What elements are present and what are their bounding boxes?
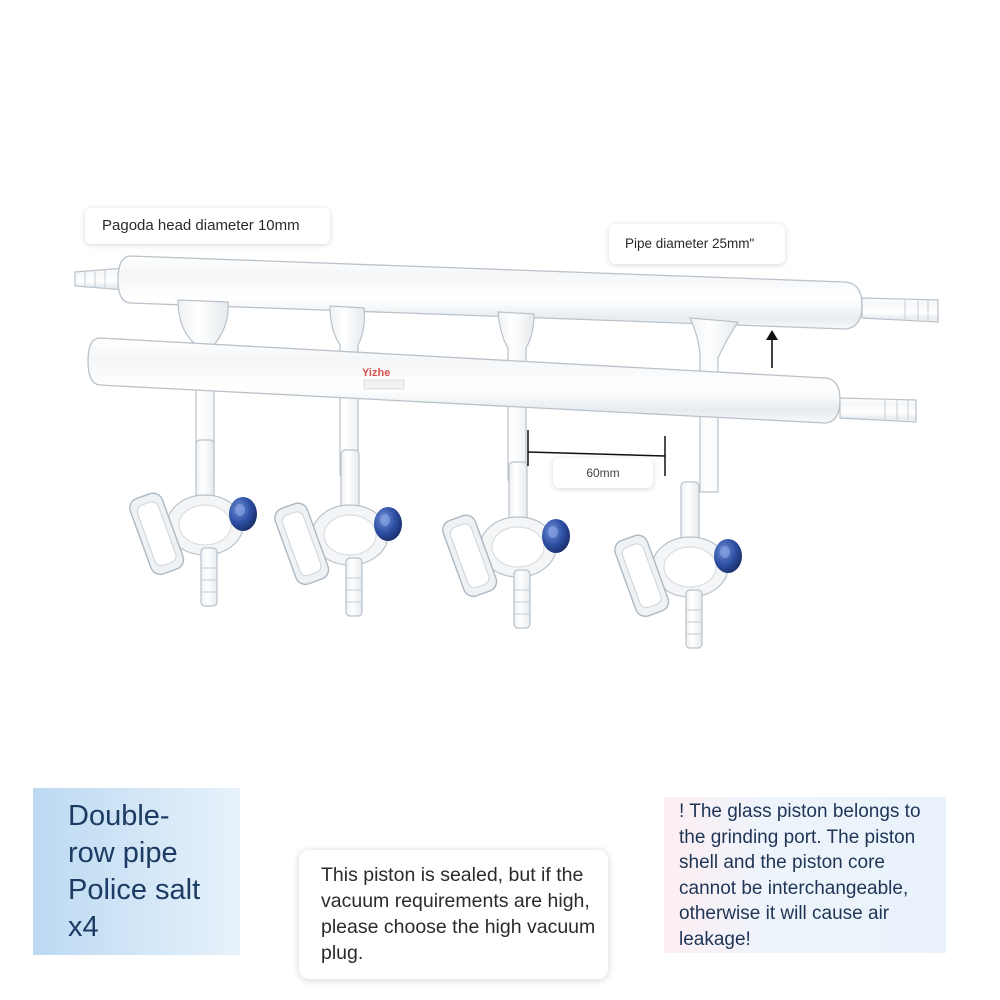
title-line-2: row pipe [68,837,178,869]
title-line-4: x4 [68,911,99,943]
stopcock-3 [439,461,571,629]
title-line-1: Double- [68,800,170,832]
spacing-dimension-line [527,430,666,476]
spacing-label: 60mm [553,458,653,488]
brand-logo: Yizhe [362,367,390,379]
lower-manifold-pipe [87,337,917,424]
pipe-diameter-label: Pipe diameter 25mm" [609,224,785,264]
piston-warning-note: ! The glass piston belongs to the grindi… [664,797,946,953]
pagoda-head-label: Pagoda head diameter 10mm [85,208,330,244]
stopcock-4 [611,481,743,649]
product-title-box: Double- row pipe Police salt x4 [33,788,240,955]
stopcock-1 [126,439,258,607]
seal-note: This piston is sealed, but if the vacuum… [299,850,608,979]
upper-manifold-pipe [74,255,939,330]
stopcock-2 [271,449,403,617]
brand-tag [363,379,405,390]
diameter-arrow [766,330,778,368]
title-line-3: Police salt [68,874,201,906]
